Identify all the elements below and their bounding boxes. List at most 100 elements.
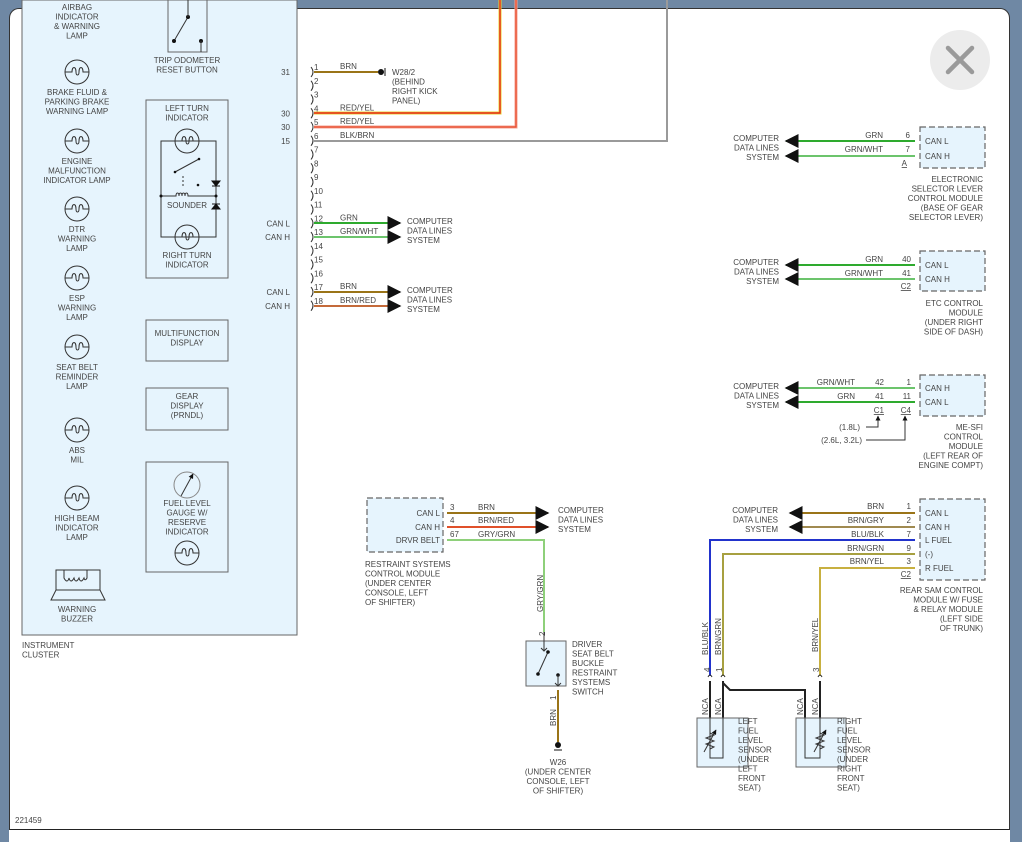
label-line: LEVEL	[837, 736, 862, 745]
label-line: (UNDER	[738, 755, 769, 764]
label-line: W28/2	[392, 68, 416, 77]
connector-id: C2	[901, 570, 912, 579]
label-line: FUEL	[837, 727, 858, 736]
pin-number: 11	[314, 201, 323, 210]
pin-number: 9	[314, 173, 319, 182]
wire-brn-yel	[819, 567, 915, 676]
pin-number: 1	[314, 63, 319, 72]
pin-number: 3	[450, 503, 455, 512]
terminal-label: (-)	[925, 550, 933, 559]
connector-pin-icon	[310, 121, 314, 133]
label-line: BRAKE FLUID &	[47, 88, 108, 97]
label-line: ME-SFI	[956, 423, 983, 432]
pin-number: 4	[314, 104, 319, 113]
terminal-label: 15	[281, 137, 290, 146]
pin-number: 1	[907, 378, 912, 387]
pin-number: 67	[450, 530, 459, 539]
connector-pin-icon	[310, 80, 314, 92]
label-line: INSTRUMENT	[22, 641, 75, 650]
etc-module-box	[919, 250, 986, 292]
pin-number: 41	[902, 269, 911, 278]
label-line: PANEL)	[392, 97, 421, 106]
label-line: INDICATOR	[165, 261, 208, 270]
terminal-label: CAN L	[416, 509, 440, 518]
label-line: ENGINE	[62, 157, 93, 166]
pin-number: 7	[907, 530, 912, 539]
terminal-label: CAN H	[925, 275, 950, 284]
connector-pin-icon	[310, 176, 314, 188]
pin-number: 14	[314, 242, 323, 251]
label-line: LAMP	[66, 382, 88, 391]
label-line: RIGHT KICK	[392, 87, 438, 96]
label-line: MODULE	[949, 442, 983, 451]
label-line: RESTRAINT	[572, 669, 617, 678]
label-line: DRIVER	[572, 640, 602, 649]
fuel-gauge-box	[145, 461, 229, 573]
wire-label-vertical: BRN/GRN	[714, 618, 723, 655]
pin-number: 8	[314, 159, 319, 168]
nca-label: NCA	[714, 697, 723, 715]
ground-icon	[378, 68, 386, 76]
label-line: ENGINE COMPT)	[919, 461, 984, 470]
terminal-label: CAN H	[925, 523, 950, 532]
wire-label: GRN	[340, 213, 358, 222]
label-line: FUEL	[738, 727, 759, 736]
pin-number: 18	[314, 297, 323, 306]
label-line: SEAT)	[837, 784, 860, 793]
rear-sam-module: BRN BRN/GRY BLU/BLK BRN/GRN BRN/YEL 1 2 …	[701, 498, 986, 676]
nca-label: NCA	[796, 697, 805, 715]
wire-pin5-red-yel	[314, 0, 517, 128]
label-line: LEFT	[738, 765, 758, 774]
pin-number: 1	[549, 695, 558, 700]
terminal-label: CAN L	[925, 261, 949, 270]
restraint-systems-module: CAN L CAN H DRVR BELT 3 4 67 BRN BRN/RED…	[365, 497, 604, 632]
label-line: LAMP	[66, 533, 88, 542]
connector-pin-icon	[310, 66, 314, 78]
seat-belt-switch-box	[525, 640, 567, 687]
terminal-label: CAN L	[266, 219, 290, 228]
terminal-label: CAN H	[925, 152, 950, 161]
label-line: SENSOR	[837, 746, 871, 755]
pin-number: 5	[314, 118, 319, 127]
label-line: WARNING	[58, 304, 96, 313]
label-line: SIDE OF DASH)	[924, 328, 983, 337]
label-line: GAUGE W/	[167, 509, 209, 518]
terminal-label: CAN H	[265, 302, 290, 311]
label-line: COMPUTER	[733, 258, 779, 267]
pin-number: 1	[715, 667, 724, 672]
connector-pin-icon	[310, 286, 314, 298]
restraint-module-box	[366, 497, 444, 553]
label-line: DATA LINES	[407, 227, 452, 236]
wire-pin6-blk-brn	[314, 0, 668, 142]
label-line: (LEFT REAR OF	[923, 452, 983, 461]
label-line: RIGHT	[837, 717, 862, 726]
terminal-label: 31	[281, 68, 290, 77]
label-line: CONTROL	[944, 433, 984, 442]
wire-label-vertical: BRN/YEL	[811, 617, 820, 652]
label-line: SEAT BELT	[572, 650, 614, 659]
label-line: DATA LINES	[558, 516, 603, 525]
label-line: DISPLAY	[170, 339, 204, 348]
label-line: GEAR	[176, 392, 199, 401]
label-line: INDICATOR LAMP	[43, 176, 110, 185]
wire-label: BRN	[867, 502, 884, 511]
terminal-label: 30	[281, 123, 290, 132]
connector-pin-icon	[310, 190, 314, 202]
me-sfi-module-box	[919, 374, 986, 417]
nca-label: NCA	[701, 697, 710, 715]
label-line: FRONT	[837, 774, 865, 783]
label-line: LEFT TURN	[165, 104, 209, 113]
label-line: BUZZER	[61, 615, 93, 624]
close-button[interactable]	[930, 30, 990, 90]
label-line: PARKING BRAKE	[45, 98, 110, 107]
